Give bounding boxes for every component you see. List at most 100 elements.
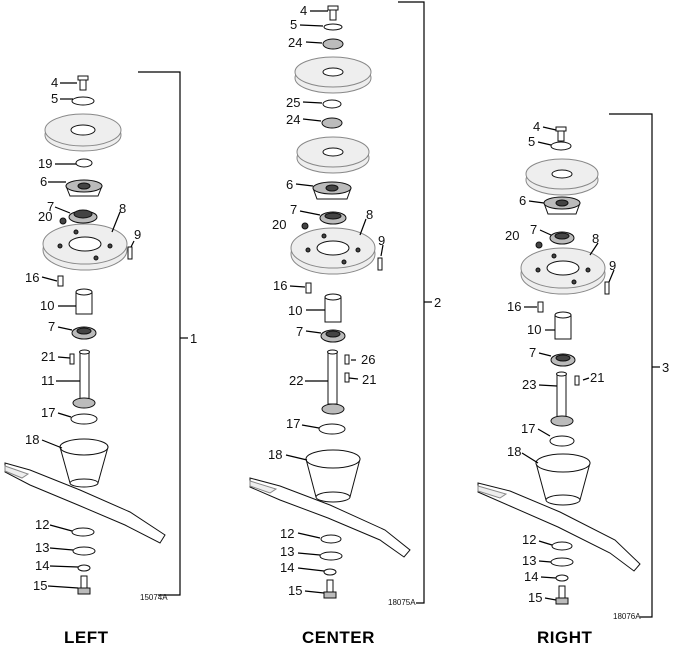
right-nut-20 xyxy=(535,241,543,249)
center-caption: CENTER xyxy=(302,628,375,647)
center-label-7b: 7 xyxy=(296,324,303,339)
left-label-4: 4 xyxy=(51,75,58,90)
center-washer-17 xyxy=(318,423,346,435)
right-label-20: 20 xyxy=(505,228,519,243)
center-washer-5 xyxy=(323,23,343,31)
left-washer-12 xyxy=(71,527,95,537)
center-bolt-16 xyxy=(305,282,312,294)
center-label-13: 13 xyxy=(280,544,294,559)
center-spacer-25 xyxy=(322,99,342,109)
left-bearing-7a xyxy=(68,209,98,224)
center-label-10: 10 xyxy=(288,303,302,318)
center-label-25: 25 xyxy=(286,95,300,110)
left-bearing-housing xyxy=(65,179,103,197)
left-figure-number: 15074A xyxy=(140,593,168,602)
left-label-20: 20 xyxy=(38,209,52,224)
center-bearing-24b xyxy=(321,117,343,129)
right-label-18: 18 xyxy=(507,444,521,459)
right-washer-5 xyxy=(550,141,572,151)
right-washer-12 xyxy=(551,541,573,551)
right-bearing-7a xyxy=(549,231,575,245)
center-label-20: 20 xyxy=(272,217,286,232)
center-label-8: 8 xyxy=(366,207,373,222)
right-cup-18 xyxy=(535,453,591,506)
left-bolt-9 xyxy=(127,246,133,260)
left-label-7a: 7 xyxy=(47,199,54,214)
left-bearing-7b xyxy=(71,326,97,340)
right-label-17: 17 xyxy=(521,421,535,436)
left-washer-17 xyxy=(70,413,98,425)
right-label-16: 16 xyxy=(507,299,521,314)
center-bearing-7b xyxy=(320,329,346,343)
right-shaft-23 xyxy=(550,371,574,427)
left-label-13: 13 xyxy=(35,540,49,555)
left-label-9: 9 xyxy=(134,227,141,242)
center-bracket-label: 2 xyxy=(434,295,441,310)
right-caption: RIGHT xyxy=(537,628,593,647)
center-bearing-housing xyxy=(312,181,352,200)
right-label-5: 5 xyxy=(528,134,535,149)
left-label-12: 12 xyxy=(35,517,49,532)
left-bracket-label: 1 xyxy=(190,331,197,346)
left-spacer-19 xyxy=(75,158,93,168)
right-label-21: 21 xyxy=(590,370,604,385)
center-deck-plate xyxy=(290,227,376,275)
right-label-7b: 7 xyxy=(529,345,536,360)
left-label-16: 16 xyxy=(25,270,39,285)
left-pulley xyxy=(44,113,122,152)
center-key-21 xyxy=(344,372,350,383)
center-label-26: 26 xyxy=(361,352,375,367)
right-key-21 xyxy=(574,375,580,386)
left-label-21: 21 xyxy=(41,349,55,364)
left-label-6: 6 xyxy=(40,174,47,189)
left-label-15: 15 xyxy=(33,578,47,593)
left-washer-13 xyxy=(72,546,96,556)
right-bolt-16 xyxy=(537,301,544,313)
center-bearing-24a xyxy=(322,38,344,50)
right-bolt-top xyxy=(555,126,567,142)
center-pulley-lower xyxy=(296,136,370,174)
center-label-4: 4 xyxy=(300,3,307,18)
left-label-19: 19 xyxy=(38,156,52,171)
right-deck-plate xyxy=(520,247,606,295)
left-bolt-top xyxy=(77,75,89,91)
center-key-26 xyxy=(344,354,350,365)
center-washer-12 xyxy=(320,534,342,544)
center-label-7a: 7 xyxy=(290,202,297,217)
left-label-7b: 7 xyxy=(48,319,55,334)
center-bolt-top xyxy=(327,5,339,21)
center-blade xyxy=(249,477,411,558)
right-label-15: 15 xyxy=(528,590,542,605)
left-deck-plate xyxy=(42,223,128,271)
left-bolt-15 xyxy=(77,575,91,595)
right-washer-13 xyxy=(550,557,574,567)
center-nut-20 xyxy=(301,222,309,230)
left-label-14: 14 xyxy=(35,558,49,573)
left-nut-20 xyxy=(59,217,67,225)
left-label-17: 17 xyxy=(41,405,55,420)
left-label-18: 18 xyxy=(25,432,39,447)
left-key-21 xyxy=(69,353,75,365)
left-spacer-10 xyxy=(75,288,93,315)
right-label-9: 9 xyxy=(609,258,616,273)
right-label-12: 12 xyxy=(522,532,536,547)
left-label-11: 11 xyxy=(41,373,55,388)
center-washer-13 xyxy=(319,551,343,561)
center-shaft-22 xyxy=(321,349,345,415)
center-label-12: 12 xyxy=(280,526,294,541)
center-label-15: 15 xyxy=(288,583,302,598)
right-bracket xyxy=(609,113,653,618)
right-label-23: 23 xyxy=(522,377,536,392)
right-bolt-9 xyxy=(604,281,610,295)
left-label-10: 10 xyxy=(40,298,54,313)
center-label-18: 18 xyxy=(268,447,282,462)
center-pulley-upper xyxy=(294,56,372,94)
center-label-6: 6 xyxy=(286,177,293,192)
right-label-6: 6 xyxy=(519,193,526,208)
left-bracket xyxy=(138,71,181,596)
center-bracket xyxy=(398,1,425,604)
center-figure-number: 18075A xyxy=(388,598,416,607)
right-figure-number: 18076A xyxy=(613,612,641,621)
